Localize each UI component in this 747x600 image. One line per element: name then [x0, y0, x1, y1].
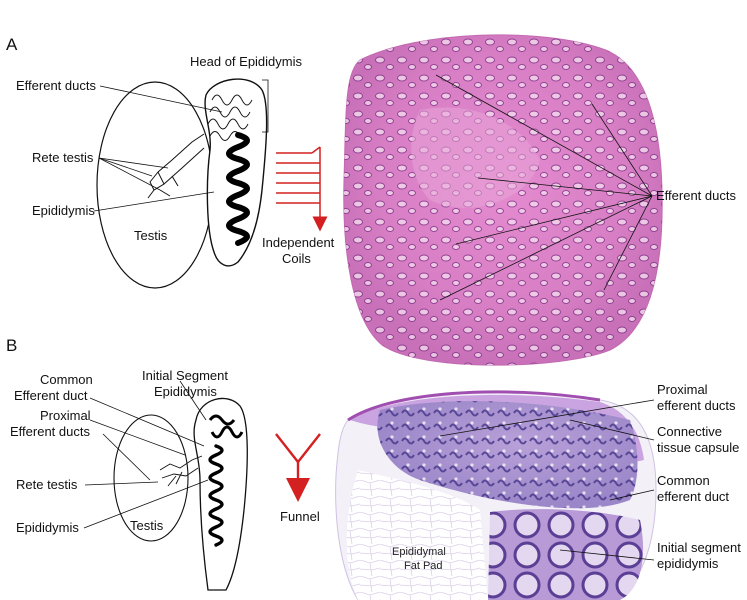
label-hist-connective-2: tissue capsule [657, 440, 739, 455]
label-common-efferent-1: Common [40, 372, 93, 387]
panel-a-letter: A [6, 35, 18, 54]
label-common-efferent-2: Efferent duct [14, 388, 88, 403]
label-testis-b: Testis [130, 518, 164, 533]
histology-image-a [344, 35, 662, 365]
label-rete-testis-b: Rete testis [16, 477, 78, 492]
label-initial-segment-1: Initial Segment [142, 368, 228, 383]
label-independent-coils-1: Independent [262, 235, 335, 250]
label-efferent-ducts-a: Efferent ducts [16, 78, 96, 93]
label-proximal-efferent-1: Proximal [40, 408, 91, 423]
label-epididymis-a: Epididymis [32, 203, 95, 218]
label-efferent-ducts-hist-a: Efferent ducts [656, 188, 736, 203]
testis-oval-a [97, 82, 213, 288]
label-hist-common-2: efferent duct [657, 489, 729, 504]
histology-image-b [336, 392, 656, 600]
label-initial-segment-2: Epididymis [154, 384, 217, 399]
label-independent-coils-2: Coils [282, 251, 311, 266]
label-fat-pad-1: Epididymal [392, 546, 446, 558]
epididymis-outline-b [194, 398, 247, 590]
label-hist-connective-1: Connective [657, 424, 722, 439]
panel-b-letter: B [6, 336, 17, 355]
label-hist-proximal-2: efferent ducts [657, 398, 736, 413]
label-fat-pad-2: Fat Pad [404, 560, 443, 572]
label-rete-testis-a: Rete testis [32, 150, 94, 165]
label-hist-initial-2: epididymis [657, 556, 719, 571]
label-testis-a: Testis [134, 228, 168, 243]
label-hist-common-1: Common [657, 473, 710, 488]
label-head-of-epididymis: Head of Epididymis [190, 54, 302, 69]
label-funnel: Funnel [280, 509, 320, 524]
label-hist-initial-1: Initial segment [657, 540, 741, 555]
label-hist-proximal-1: Proximal [657, 382, 708, 397]
label-epididymis-b: Epididymis [16, 520, 79, 535]
label-proximal-efferent-2: Efferent ducts [10, 424, 90, 439]
independent-coils-icon [276, 147, 320, 224]
funnel-icon [276, 434, 320, 490]
